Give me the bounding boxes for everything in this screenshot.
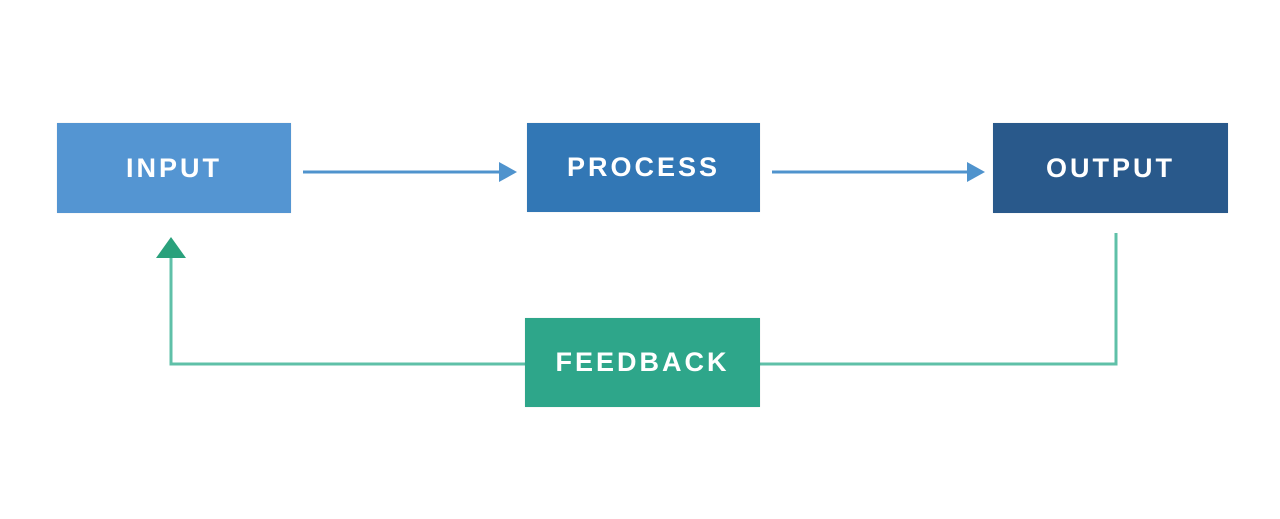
node-feedback-label: FEEDBACK (555, 347, 730, 377)
node-input-label: INPUT (126, 152, 222, 183)
feedback-arrowhead-icon (156, 237, 186, 258)
node-output: OUTPUT (993, 123, 1228, 213)
node-output-label: OUTPUT (1046, 152, 1175, 183)
arrow-input-to-process (303, 162, 517, 182)
node-feedback: FEEDBACK (525, 318, 760, 407)
node-process-label: PROCESS (566, 152, 721, 182)
node-process: PROCESS (527, 123, 760, 212)
node-input: INPUT (57, 123, 291, 213)
arrow-process-to-output (772, 162, 985, 182)
